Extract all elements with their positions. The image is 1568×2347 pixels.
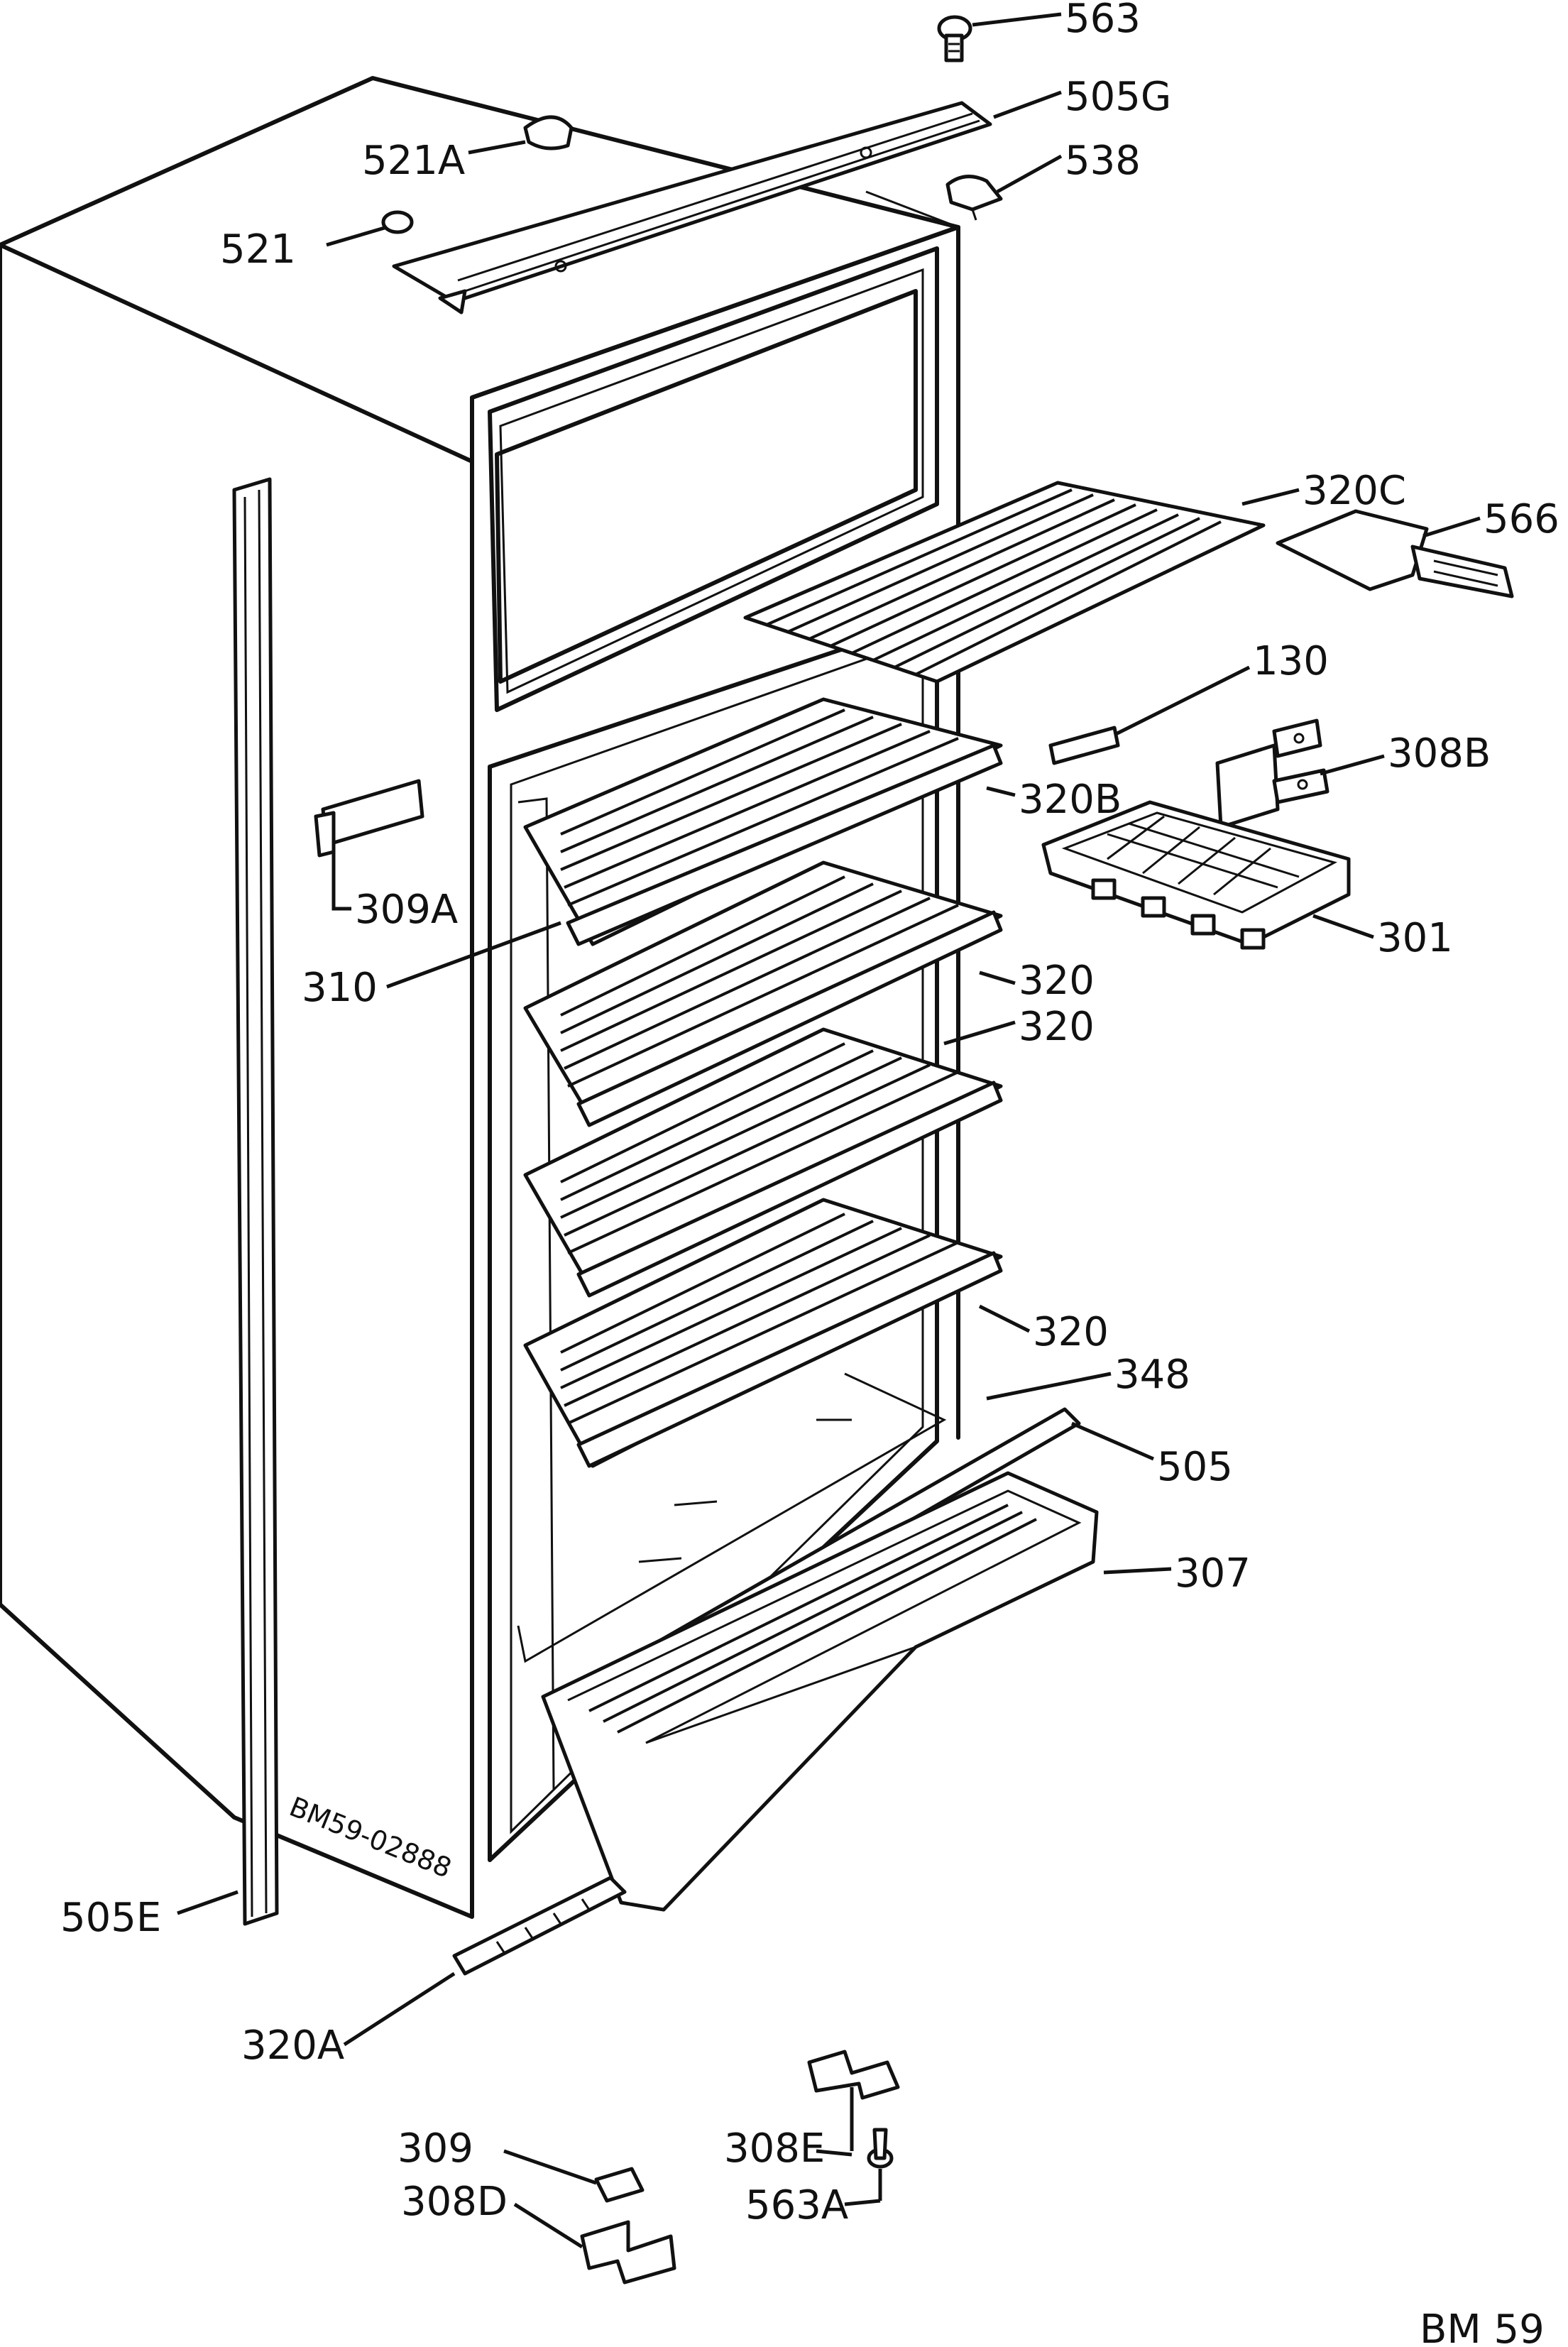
label-307: 307	[1175, 1550, 1251, 1597]
label-320A: 320A	[241, 2023, 344, 2069]
label-301: 301	[1377, 915, 1453, 961]
part-521A-knob	[523, 115, 574, 151]
label-320-b: 320	[1019, 1004, 1095, 1050]
part-563-screw	[937, 15, 972, 62]
bottom-rail-320A	[452, 1876, 627, 1976]
label-563A: 563A	[745, 2182, 848, 2228]
leader-lines	[177, 12, 1481, 2249]
label-309: 309	[398, 2126, 473, 2172]
ice-cube-tray	[1041, 800, 1351, 950]
label-563: 563	[1065, 0, 1141, 42]
glass-shelf-2	[523, 860, 1003, 1127]
shelf-support-309A	[314, 779, 424, 858]
part-563A-screw	[867, 2128, 894, 2169]
label-521A: 521A	[362, 138, 465, 184]
label-130: 130	[1253, 638, 1329, 684]
cabinet-body	[0, 76, 960, 1919]
part-521-plug	[381, 210, 414, 234]
label-348: 348	[1114, 1352, 1190, 1398]
part-130-clip	[1048, 726, 1120, 765]
door-seal-strip	[232, 477, 279, 1926]
freezer-wire-shelf	[743, 481, 1266, 684]
part-538-bracket	[945, 175, 1003, 221]
label-310: 310	[302, 965, 378, 1011]
label-308B: 308B	[1388, 731, 1491, 777]
serial-stamp: BM59-02888	[285, 1791, 456, 1884]
hinge-308B	[1215, 718, 1329, 829]
label-320-a: 320	[1019, 958, 1095, 1004]
label-308D: 308D	[401, 2179, 508, 2225]
top-hinge-bar	[392, 101, 992, 314]
part-308E-hinge	[807, 2050, 900, 2100]
part-labels: 563 505G 521A 538 521 320C 566 130 308B …	[60, 0, 1559, 2228]
figure-code: BM 59	[1420, 2307, 1545, 2347]
label-505E: 505E	[60, 1895, 161, 1941]
part-309-block	[594, 2167, 645, 2203]
crisper-glass-cover	[517, 1372, 947, 1663]
label-521: 521	[220, 226, 296, 273]
part-308D-hinge	[580, 2220, 676, 2285]
label-320-c: 320	[1033, 1309, 1109, 1355]
label-320B: 320B	[1019, 777, 1122, 823]
label-309A: 309A	[355, 887, 458, 933]
glass-shelf-top	[523, 697, 1003, 946]
label-505G: 505G	[1065, 74, 1171, 120]
glass-shelf-3	[523, 1027, 1003, 1298]
label-308E: 308E	[724, 2126, 825, 2172]
label-505: 505	[1157, 1444, 1233, 1490]
label-566: 566	[1484, 496, 1559, 542]
label-320C: 320C	[1303, 468, 1406, 514]
ice-scraper	[1276, 509, 1514, 598]
label-538: 538	[1065, 138, 1141, 184]
glass-shelf-4	[523, 1198, 1003, 1468]
vegetable-drawer	[541, 1471, 1099, 1912]
